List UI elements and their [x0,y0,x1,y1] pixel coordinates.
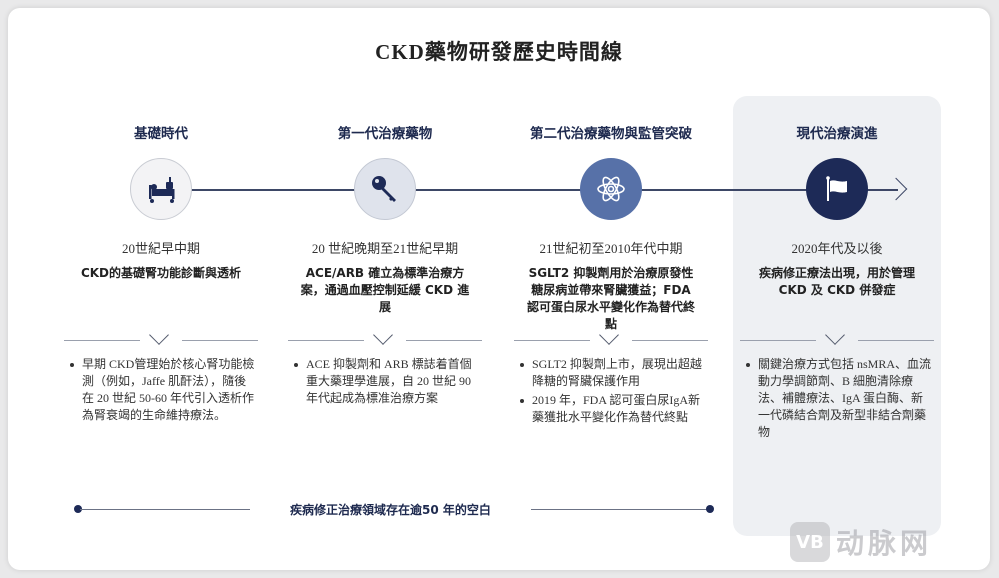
watermark-text: 动脉网 [836,527,933,560]
bullet-item: SGLT2 抑製劑上市，展現出超越降糖的腎臟保護作用 [520,356,706,390]
bullet-item: ACE 抑製劑和 ARB 標誌着首個重大藥理學進展，自 20 世紀 90 年代起… [294,356,480,407]
bullet-item: 2019 年，FDA 認可蛋白尿IgA新藥獲批水平變化作為替代終點 [520,392,706,426]
stage-summary: ACE/ARB 確立為標準治療方案，通過血壓控制延緩 CKD 進展 [300,266,470,314]
stage-modern-evolution: 現代治療演進 2020年代及以後 疾病修正療法出現，用於管理 CKD 及 CKD… [732,8,942,568]
key-icon [372,176,396,202]
flag-icon [826,176,847,201]
bar-line-left [80,508,250,510]
divider [64,340,140,341]
divider [514,340,590,341]
divider [740,340,816,341]
bullet-item: 早期 CKD管理始於核心腎功能檢測（例如，Jaffe 肌酐法），隨後在 20 世… [70,356,256,424]
stage-bullets: SGLT2 抑製劑上市，展現出超越降糖的腎臟保護作用 2019 年，FDA 認可… [520,356,706,428]
divider [632,340,708,341]
hospital-bed-icon [149,177,175,203]
stage-heading: 第二代治療藥物與監管突破 [530,126,692,142]
divider [182,340,258,341]
stage-node [806,158,868,220]
treatment-gap-label: 疾病修正治療領域存在逾50 年的空白 [290,503,491,517]
stage-summary: 疾病修正療法出現，用於管理 CKD 及 CKD 併發症 [758,266,915,297]
bar-line-right [531,508,709,510]
stage-second-generation: 第二代治療藥物與監管突破 21世紀初至2010年代中期 SGLT2 抑製劑用於治… [506,8,716,568]
divider [858,340,934,341]
stage-period: 21世紀初至2010年代中期 [539,241,683,256]
stage-summary: SGLT2 抑製劑用於治療原發性糖尿病並帶來腎臟獲益；FDA 認可蛋白尿水平變化… [526,266,695,331]
timeline-axis [160,189,898,191]
stage-foundation: 基礎時代 20世紀早中期 CKD的基礎腎功能診斷與透析 早期 CKD管理始於核心… [56,8,266,568]
stage-period: 20 世紀晚期至21世紀早期 [311,241,459,256]
treatment-gap-bar: 疾病修正治療領域存在逾50 年的空白 [8,503,990,525]
stage-bullets: ACE 抑製劑和 ARB 標誌着首個重大藥理學進展，自 20 世紀 90 年代起… [294,356,480,409]
stage-heading: 第一代治療藥物 [337,126,433,142]
divider [288,340,364,341]
watermark-logo: VB [790,522,830,562]
stage-heading: 現代治療演進 [796,126,878,142]
stage-node [130,158,192,220]
stage-heading: 基礎時代 [134,126,188,142]
watermark: VB 动脉网 [790,522,932,562]
chevron-down-icon [373,325,393,345]
stage-bullets: 早期 CKD管理始於核心腎功能檢測（例如，Jaffe 肌酐法），隨後在 20 世… [70,356,256,426]
stage-period: 2020年代及以後 [791,241,883,256]
stage-node [580,158,642,220]
stage-bullets: 關鍵治療方式包括 nsMRA、血流動力學調節劑、B 細胞清除療法、補體療法、Ig… [746,356,932,443]
bar-end-dot [706,505,714,513]
divider [406,340,482,341]
stage-summary: CKD的基礎腎功能診斷與透析 [80,266,242,280]
chevron-down-icon [149,325,169,345]
chevron-down-icon [825,325,845,345]
stage-period: 20世紀早中期 [121,241,200,256]
bullet-item: 關鍵治療方式包括 nsMRA、血流動力學調節劑、B 細胞清除療法、補體療法、Ig… [746,356,932,441]
stage-node [354,158,416,220]
timeline-card: CKD藥物研發歷史時間線 基礎時代 20世紀早中期 CKD的基礎腎功能診斷與透析 [8,8,990,570]
stage-first-generation: 第一代治療藥物 20 世紀晚期至21世紀早期 ACE/ARB 確立為標準治療方案… [280,8,490,568]
page-title: CKD藥物研發歷史時間線 [375,40,623,64]
bar-start-dot [74,505,82,513]
atom-icon [597,176,625,202]
